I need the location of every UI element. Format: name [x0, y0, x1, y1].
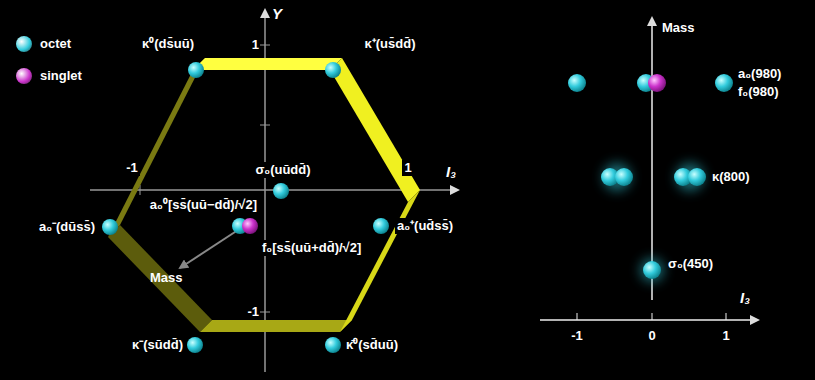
i3-axis — [540, 319, 758, 321]
legend-text: octet — [40, 36, 71, 52]
axis-label: -1 — [571, 328, 583, 344]
axis-label: 1 — [402, 160, 413, 176]
particle-label: a₀⁺(ud̄ss̄) — [397, 218, 453, 233]
particle-node: f₀[ss̄(uū+dd̄)/√2] — [260, 240, 363, 256]
particle-node: κ⁰(ds̄uū) — [142, 36, 194, 52]
particle-label: κ⁺(us̄dd̄) — [365, 36, 416, 51]
axis-label: I₃ — [740, 290, 750, 306]
axis-label: Mass — [150, 270, 183, 286]
axis-label: 1 — [722, 328, 729, 344]
particle-node: κ⁻(sūdd̄) — [132, 337, 183, 353]
hexagon-band — [108, 58, 420, 332]
particle-node: a₀⁺(ud̄ss̄) — [395, 218, 455, 234]
axis-label: -1 — [124, 160, 140, 176]
particle-node: a₀⁰[ss̄(uū−dd̄)/√2] — [148, 197, 259, 213]
mass-axis — [651, 18, 653, 300]
particle-node: κ̄⁰(sd̄uū) — [346, 337, 398, 353]
axis-label: Mass — [662, 20, 695, 36]
axis-label: κ(800) — [712, 169, 750, 185]
particle-label: f₀[ss̄(uū+dd̄)/√2] — [262, 240, 361, 255]
legend-swatch — [16, 36, 32, 52]
mass-arrow — [180, 230, 238, 268]
axis-label: σ₀(450) — [668, 256, 713, 272]
particle-label: a₀⁻(dūss̄) — [39, 219, 95, 234]
axis-label: I₃ — [446, 164, 456, 180]
particle-dots — [102, 62, 389, 353]
mass-levels — [568, 74, 733, 282]
axis-label: Y — [272, 6, 282, 22]
axis-label: 1 — [252, 37, 259, 53]
particle-label: a₀⁰[ss̄(uū−dd̄)/√2] — [150, 197, 257, 212]
particle-label: σ₀(uūdd̄) — [255, 162, 310, 177]
particle-node: κ⁺(us̄dd̄) — [365, 36, 416, 52]
axis-label: -1 — [247, 304, 259, 320]
axis-label: 0 — [648, 328, 655, 344]
axis-label: a₀(980) — [738, 66, 781, 82]
legend-swatch — [16, 68, 32, 84]
particle-label: κ̄⁰(sd̄uū) — [346, 337, 398, 352]
legend-text: singlet — [40, 68, 82, 84]
particle-label: κ⁻(sūdd̄) — [132, 337, 183, 352]
particle-node: a₀⁻(dūss̄) — [37, 219, 97, 235]
axis-label: f₀(980) — [738, 84, 779, 100]
particle-node: σ₀(uūdd̄) — [253, 162, 312, 178]
particle-label: κ⁰(ds̄uū) — [142, 36, 194, 51]
